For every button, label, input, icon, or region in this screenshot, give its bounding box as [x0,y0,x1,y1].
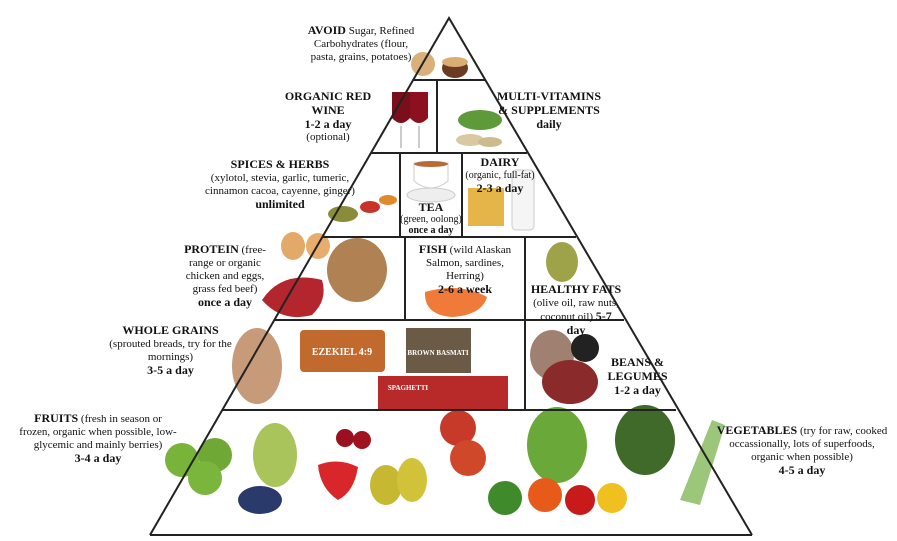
vegetables-freq: 4-5 a day [778,463,826,477]
spices-title: SPICES & HERBS [230,157,330,171]
fruits-title: FRUITS [34,411,79,425]
avoid-label: AVOID Sugar, Refined Carbohydrates (flou… [302,24,420,64]
beans-freq: 1-2 a day [614,383,661,397]
tea-desc: (green, oolong) [400,214,462,225]
cheese-milk-image [468,169,535,231]
fruits-image [165,410,486,514]
dairy-label: DAIRY (organic, full-fat) 2-3 a day [464,156,536,194]
salmon-image [424,288,487,317]
tea-title: TEA [418,200,444,214]
grains-desc: (sprouted breads, try for the mornings) [109,338,232,363]
fats-title: HEALTHY FATS [530,282,622,296]
grains-title: WHOLE GRAINS [122,323,219,337]
fish-freq: 2-6 a week [438,282,492,296]
spices-freq: unlimited [255,197,305,211]
rice-label: BROWN BASMATI [407,349,468,357]
vegetables-label: VEGETABLES (try for raw, cooked occassio… [712,424,892,477]
wine-note: (optional) [306,131,350,143]
vitamins-title: MULTI-VITAMINS & SUPPLEMENTS [496,89,601,117]
vitamins-freq: daily [536,117,562,131]
supplements-image [456,110,502,147]
tea-label: TEA (green, oolong) once a day [400,200,462,236]
vegetables-desc: (try for raw, cooked occassionally, lots… [729,425,888,463]
vitamins-label: MULTI-VITAMINS & SUPPLEMENTS daily [494,90,604,131]
bread-label: EZEKIEL 4:9 [312,347,372,358]
pistachio-image [546,242,578,282]
spices-label: SPICES & HERBS (xylotol, stevia, garlic,… [205,158,355,211]
cookies-image [411,52,468,78]
grains-freq: 3-5 a day [147,363,194,377]
dairy-desc: (organic, full-fat) [465,170,535,181]
grains-label: WHOLE GRAINS (sprouted breads, try for t… [108,324,233,377]
wine-freq: 1-2 a day [304,117,352,131]
fruits-desc: (fresh in season or frozen, organic when… [19,413,177,451]
beans-image [530,330,599,404]
protein-freq: once a day [198,295,252,309]
avoid-desc: Sugar, Refined Carbohydrates (flour, pas… [310,25,415,63]
wine-title: ORGANIC RED WINE [284,89,372,117]
vegetables-title: VEGETABLES [716,423,798,437]
vegetables-image [488,405,725,515]
wine-label: ORGANIC RED WINE 1-2 a day (optional) [268,90,388,144]
protein-label: PROTEIN (free-range or organic chicken a… [175,243,275,309]
spices-desc: (xylotol, stevia, garlic, tumeric, cinna… [205,172,355,197]
avoid-title: AVOID [307,23,346,37]
protein-desc: (free-range or organic chicken and eggs,… [185,244,266,295]
fats-label: HEALTHY FATS (olive oil, raw nuts, cocon… [530,283,622,338]
whole-grains-image: EZEKIEL 4:9 BROWN BASMATI SPAGHETTI [232,328,508,410]
fats-freq: 5-7 day [566,309,612,337]
spices-image [328,195,397,222]
beans-title: BEANS & LEGUMES [607,355,668,383]
tea-cup-image [406,161,456,203]
fish-desc: (wild Alaskan Salmon, sardines, Herring) [426,244,512,282]
fish-label: FISH (wild Alaskan Salmon, sardines, Her… [406,243,524,296]
protein-title: PROTEIN [184,242,239,256]
fish-title: FISH [418,242,447,256]
fruits-freq: 3-4 a day [74,451,122,465]
beans-label: BEANS & LEGUMES 1-2 a day [600,356,675,397]
wine-glasses-image [392,92,428,148]
eggs-chicken-beef-image [262,232,387,318]
tea-freq: once a day [408,225,454,236]
fats-desc: (olive oil, raw nuts, coconut oil) [533,297,619,323]
pasta-label: SPAGHETTI [388,384,429,392]
dairy-title: DAIRY [480,155,520,169]
pyramid-outline [149,16,753,536]
dairy-freq: 2-3 a day [476,181,524,195]
fruits-label: FRUITS (fresh in season or frozen, organ… [18,412,178,465]
